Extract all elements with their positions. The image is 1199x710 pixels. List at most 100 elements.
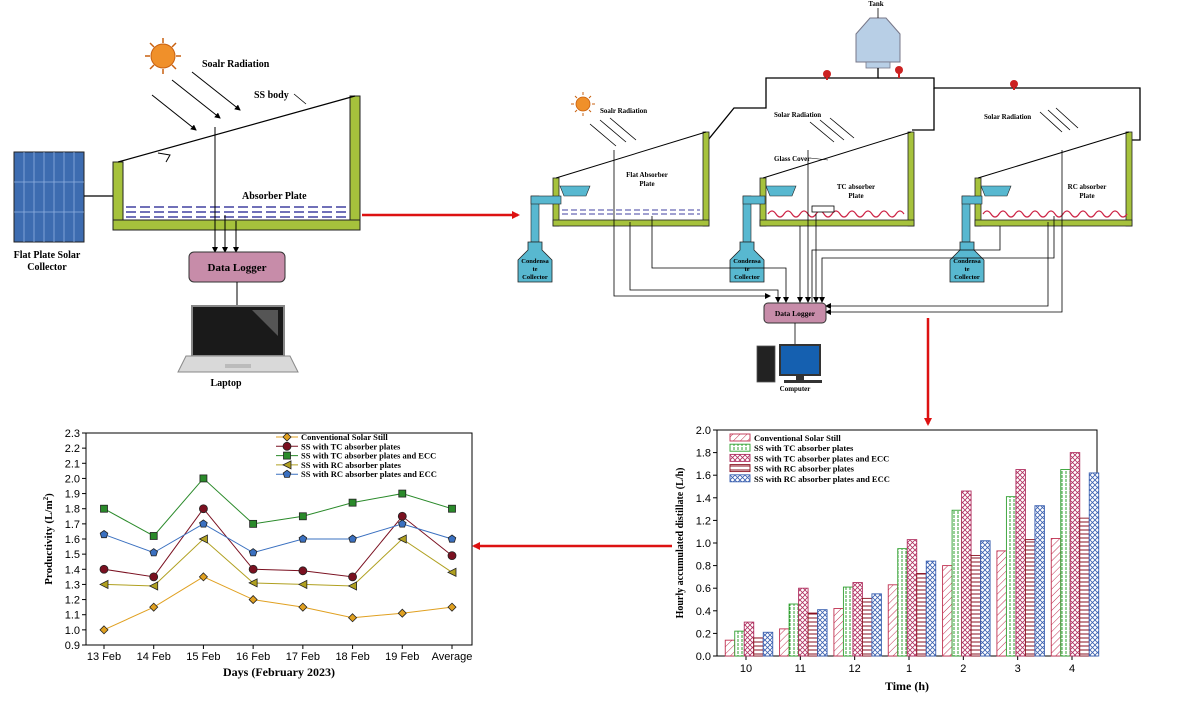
bar-pattern <box>1079 518 1090 656</box>
line-legend-marker <box>282 469 292 478</box>
bar-pattern <box>952 510 962 656</box>
still-3-label-b: Plate <box>1079 192 1094 200</box>
bar-chart-ylabel: Hourly accumulated distillate (L/h) <box>675 468 686 619</box>
right-radiation-label-3: Solar Radiation <box>984 113 1031 121</box>
bar-legend-label: SS with RC absorber plates <box>754 464 855 474</box>
bar-pattern <box>980 540 991 656</box>
line-legend-marker <box>283 451 291 460</box>
bar-pattern <box>916 573 927 656</box>
line-legend-label: SS with RC absorber plates and ECC <box>301 469 437 479</box>
glass-cover-label: Glass Cover <box>774 155 810 163</box>
condensate-label-2c: Collector <box>734 274 760 281</box>
line-series-2 <box>100 474 456 540</box>
line-point <box>99 579 109 590</box>
bar-pattern <box>1089 472 1099 656</box>
line-legend-marker <box>282 460 292 470</box>
line-point <box>447 602 457 612</box>
line-point <box>99 625 109 635</box>
line-point <box>348 534 357 543</box>
computer-label: Computer <box>780 385 811 393</box>
computer-icon <box>756 344 822 383</box>
left-radiation-label: Soalr Radiation <box>202 59 270 70</box>
line-series-1 <box>99 504 457 582</box>
line-chart-yaxis: 0.91.01.11.21.31.41.51.61.71.81.92.02.12… <box>65 428 86 652</box>
line-legend-marker <box>282 432 292 442</box>
line-point <box>99 564 109 574</box>
radiation-arrows <box>151 71 241 131</box>
still-1-label-b: Plate <box>639 180 654 188</box>
bar-legend-pattern <box>730 444 750 452</box>
right-radiation-label-2: Solar Radiation <box>774 111 821 119</box>
bar-pattern <box>897 548 908 656</box>
bar-chart-xtick-label: 1 <box>906 663 912 675</box>
bar-pattern <box>744 622 754 656</box>
sensor-wires <box>212 127 239 253</box>
line-chart-xtick-label: 14 Feb <box>137 651 171 663</box>
bar-chart-ytick-label: 1.0 <box>696 538 711 550</box>
condensate-label-2a: Condensa <box>733 258 761 265</box>
bar-pattern <box>1051 538 1061 656</box>
bar-chart-ytick-label: 1.6 <box>696 470 711 482</box>
line-chart-series <box>99 474 457 635</box>
line-point <box>248 595 258 605</box>
tank-label: Tank <box>868 0 883 8</box>
bar-chart-ytick-label: 1.4 <box>696 493 711 505</box>
bar-legend-label: SS with RC absorber plates and ECC <box>754 474 890 484</box>
line-point <box>199 519 208 528</box>
line-point <box>248 578 258 588</box>
bar-pattern <box>871 593 882 656</box>
line-chart-ylabel: Productivity (L/m2) <box>42 493 55 585</box>
line-series-3 <box>99 534 457 591</box>
line-chart-ytick-label: 1.1 <box>65 610 80 622</box>
line-chart-ytick-label: 1.7 <box>65 519 80 531</box>
bar-pattern <box>862 598 872 656</box>
bar-legend-pattern <box>730 474 750 482</box>
bar-chart-ytick-label: 1.8 <box>696 448 711 460</box>
bar-chart-xtick-label: 3 <box>1015 663 1021 675</box>
bar-chart-bars <box>724 452 1100 657</box>
bar-pattern <box>961 491 972 656</box>
line-point <box>348 498 357 507</box>
bar-chart-xtick-label: 10 <box>740 663 752 675</box>
line-point <box>297 579 308 590</box>
line-point <box>298 566 308 576</box>
right-radiation-label-1: Soalr Radiation <box>600 107 647 115</box>
bar-series-4 <box>762 472 1100 657</box>
bar-pattern <box>808 613 818 656</box>
line-chart-ytick-label: 1.6 <box>65 534 80 546</box>
line-point <box>198 534 208 544</box>
condensate-pipes <box>530 195 983 243</box>
line-chart-xtick-label: 16 Feb <box>236 651 270 663</box>
bar-pattern <box>1060 469 1071 656</box>
collector-label-line2: Collector <box>27 262 67 273</box>
line-point <box>199 504 208 514</box>
line-legend-label: Conventional Solar Still <box>301 432 388 442</box>
line-point <box>149 572 159 582</box>
bar-pattern <box>798 588 809 656</box>
bar-pattern <box>734 631 745 656</box>
line-point <box>149 532 158 540</box>
condensate-label-3a: Condensa <box>953 258 981 265</box>
bar-chart-ytick-label: 0.2 <box>696 628 711 640</box>
bar-chart-xtick-label: 2 <box>960 663 966 675</box>
left-diagram: Flat Plate Solar Collector Soalr Radiati… <box>13 38 361 389</box>
sun-icon <box>145 38 181 74</box>
line-series-path <box>103 576 453 631</box>
line-chart-ytick-label: 1.4 <box>65 564 80 576</box>
line-series-4 <box>99 519 457 557</box>
line-point <box>397 608 407 618</box>
line-chart-ytick-label: 1.3 <box>65 579 80 591</box>
line-point <box>298 512 307 521</box>
bar-legend-label: SS with TC absorber plates <box>754 443 854 453</box>
line-chart-ytick-label: 2.2 <box>65 443 80 455</box>
bar-pattern <box>1034 505 1045 656</box>
line-chart-ytick-label: 1.5 <box>65 549 80 561</box>
line-point <box>447 551 457 561</box>
line-legend-label: SS with TC absorber plates <box>301 441 401 451</box>
bar-chart-ytick-label: 1.2 <box>696 515 711 527</box>
still-2-label-a: TC absorber <box>837 183 875 191</box>
bar-legend-pattern <box>730 464 750 472</box>
